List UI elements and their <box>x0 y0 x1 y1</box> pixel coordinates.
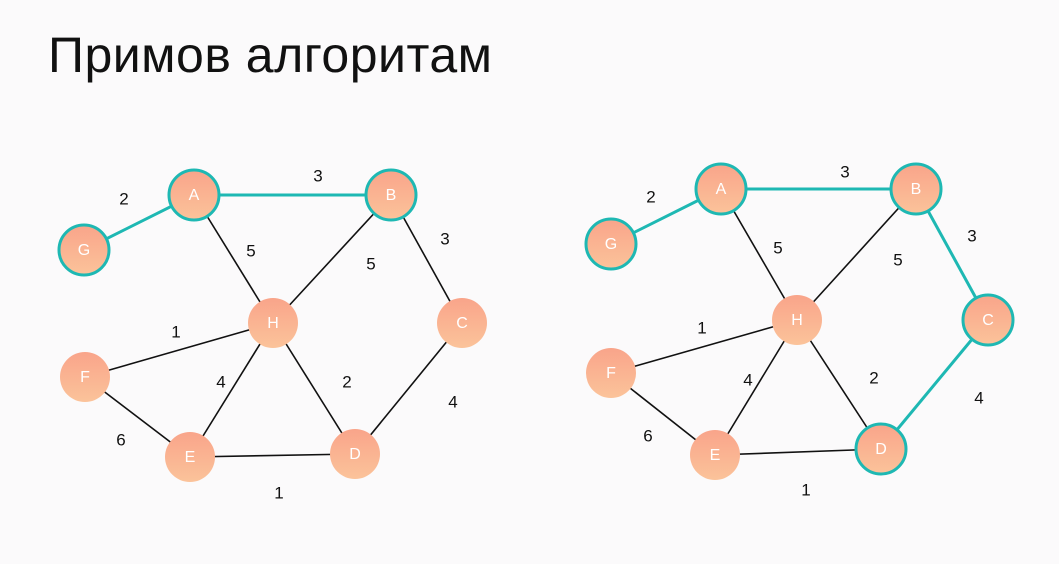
node-label: B <box>911 181 922 198</box>
edges-layer: 2 3 5 5 3 1 4 2 4 6 1 <box>83 166 463 502</box>
node-label: H <box>267 315 279 332</box>
node-g: G <box>584 217 638 271</box>
edge-weight-h-d: 2 <box>869 368 878 387</box>
edge-weight-b-h: 5 <box>366 254 375 273</box>
node-circle <box>586 348 636 398</box>
node-g: G <box>57 223 111 277</box>
node-label: C <box>456 315 468 332</box>
graph-diagram-left: 2 3 5 5 3 1 4 2 4 6 1 G A B H C F E D <box>57 166 487 502</box>
edge-f-h <box>84 322 274 378</box>
node-f: F <box>586 348 636 398</box>
node-label: E <box>710 447 721 464</box>
node-label: G <box>78 242 90 259</box>
edge-h-e <box>714 319 798 456</box>
node-label: H <box>791 312 803 329</box>
edge-weight-a-b: 3 <box>840 162 849 181</box>
edge-weight-f-e: 6 <box>116 430 125 449</box>
node-label: A <box>189 187 200 204</box>
node-circle <box>772 295 822 345</box>
edge-weight-b-h: 5 <box>893 250 902 269</box>
node-b: B <box>889 162 943 216</box>
node-label: D <box>875 441 887 458</box>
node-label: A <box>716 181 727 198</box>
edge-weight-f-e: 6 <box>643 426 652 445</box>
node-label: E <box>185 449 196 466</box>
edge-weight-e-d: 1 <box>801 480 810 499</box>
edge-weight-b-c: 3 <box>967 226 976 245</box>
edge-h-d <box>272 322 356 455</box>
nodes-layer: G A B H C F E D <box>57 168 487 482</box>
nodes-layer: G A B H C F E D <box>584 162 1015 480</box>
node-circle <box>889 162 943 216</box>
edge-h-e <box>189 322 274 458</box>
node-circle <box>961 293 1015 347</box>
edge-weight-a-b: 3 <box>313 166 322 185</box>
node-circle <box>167 168 221 222</box>
edge-weight-h-e: 4 <box>216 372 225 391</box>
edge-e-d <box>189 453 356 458</box>
node-e: E <box>690 430 740 480</box>
edge-weight-g-a: 2 <box>646 187 655 206</box>
node-label: F <box>80 369 90 386</box>
node-label: F <box>606 365 616 382</box>
node-c: C <box>437 298 487 348</box>
node-c: C <box>961 293 1015 347</box>
node-a: A <box>167 168 221 222</box>
node-label: G <box>605 236 617 253</box>
graph-diagram-right: 2 3 5 5 3 1 4 2 4 6 1 G A B H C F E D <box>584 162 1015 499</box>
node-circle <box>60 352 110 402</box>
edge-e-d <box>714 448 882 456</box>
edge-f-h <box>610 319 798 374</box>
node-label: B <box>386 187 397 204</box>
node-circle <box>330 429 380 479</box>
edge-b-h <box>272 194 392 324</box>
node-circle <box>584 217 638 271</box>
edge-b-h <box>796 188 917 321</box>
node-circle <box>437 298 487 348</box>
node-d: D <box>330 429 380 479</box>
edge-weight-c-d: 4 <box>448 392 457 411</box>
node-f: F <box>60 352 110 402</box>
node-circle <box>690 430 740 480</box>
node-circle <box>248 298 298 348</box>
edge-weight-c-d: 4 <box>974 388 983 407</box>
node-label: C <box>982 312 994 329</box>
node-circle <box>694 162 748 216</box>
node-circle <box>165 432 215 482</box>
edge-c-d <box>879 319 990 450</box>
edge-weight-a-h: 5 <box>773 238 782 257</box>
node-a: A <box>694 162 748 216</box>
edge-weight-f-h: 1 <box>697 318 706 337</box>
edge-weight-h-d: 2 <box>342 372 351 391</box>
edge-weight-h-e: 4 <box>743 370 752 389</box>
edge-weight-a-h: 5 <box>246 241 255 260</box>
node-label: D <box>349 446 361 463</box>
node-h: H <box>248 298 298 348</box>
node-circle <box>364 168 418 222</box>
node-e: E <box>165 432 215 482</box>
edge-weight-b-c: 3 <box>440 229 449 248</box>
node-b: B <box>364 168 418 222</box>
slide-title: Примов алгоритам <box>48 27 493 83</box>
node-circle <box>854 422 908 476</box>
edge-weight-g-a: 2 <box>119 189 128 208</box>
edge-weight-e-d: 1 <box>274 483 283 502</box>
node-h: H <box>772 295 822 345</box>
node-circle <box>57 223 111 277</box>
edge-weight-f-h: 1 <box>171 322 180 341</box>
edge-c-d <box>354 322 463 455</box>
node-d: D <box>854 422 908 476</box>
